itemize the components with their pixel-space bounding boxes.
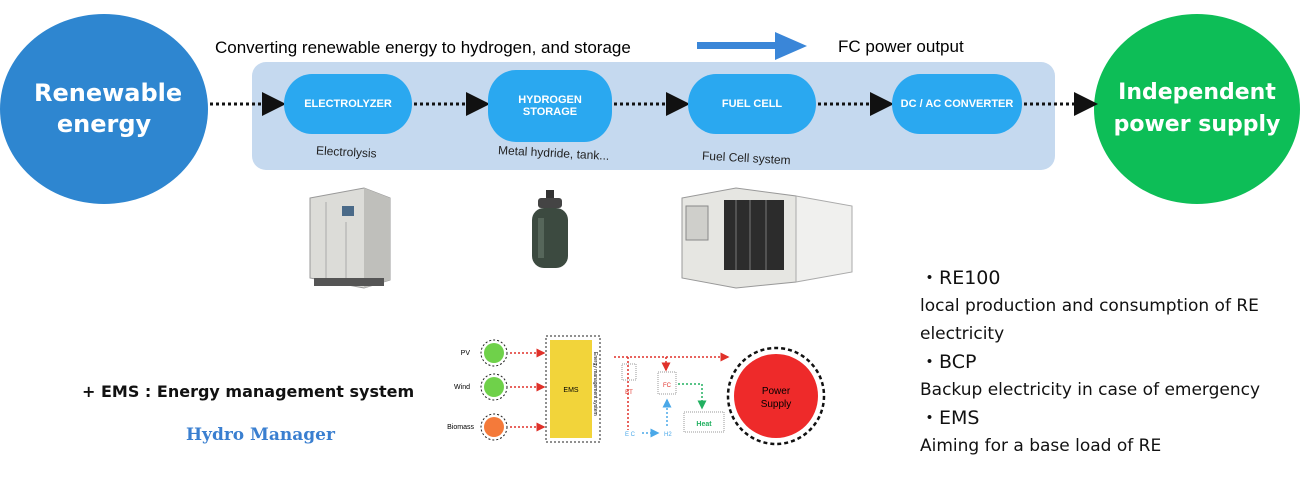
biomass-ring <box>480 413 508 441</box>
power-supply-label-1: Power <box>762 386 791 397</box>
ems-vertical-label: Energy management system <box>592 352 598 416</box>
hydro-manager-brand: Hydro Manager <box>186 425 335 445</box>
electrolyzer-node: ELECTROLYZER <box>284 74 412 134</box>
ems-diagram: PV Wind Biomass EMS Energy management sy… <box>447 335 826 446</box>
fc-label: FC <box>663 383 672 389</box>
pv-ring <box>480 339 508 367</box>
bt-label: BT <box>625 390 633 396</box>
ems-title: + EMS : Energy management system <box>82 382 415 401</box>
independent-power-label: Independent power supply <box>1113 80 1281 137</box>
hydrogen-storage-label: HYDROGEN STORAGE <box>518 94 582 118</box>
fc-output-text: FC power output <box>838 37 964 56</box>
heat-label: Heat <box>696 421 712 428</box>
biomass-circle <box>484 417 504 437</box>
wind-circle <box>484 377 504 397</box>
fuel-cell-label: FUEL CELL <box>721 98 783 110</box>
hydrogen-tank-image <box>532 190 568 268</box>
renewable-energy-label: Renewable energy <box>34 79 183 138</box>
independent-power-circle: Independent power supply <box>1094 14 1300 204</box>
heat-box <box>683 411 725 433</box>
bullet-list: ・RE100 local production and consumption … <box>920 264 1300 460</box>
ems-box-label: EMS <box>563 387 579 394</box>
wind-label: Wind <box>454 384 470 391</box>
fc-box <box>657 371 677 395</box>
bullet-bcp-head: ・BCP <box>920 351 977 373</box>
wind-ring <box>480 373 508 401</box>
power-supply-circle <box>734 354 818 438</box>
pv-circle <box>484 343 504 363</box>
renewable-energy-circle: Renewable energy <box>0 14 208 204</box>
bullet-re100-body: local production and consumption of RE e… <box>920 296 1259 344</box>
hydrogen-storage-node: HYDROGEN STORAGE <box>488 70 612 142</box>
fuel-cell-node: FUEL CELL <box>688 74 816 134</box>
bullet-re100-head: ・RE100 <box>920 267 1001 289</box>
electrolyzer-image <box>309 187 391 289</box>
converter-label: DC / AC CONVERTER <box>900 98 1014 110</box>
converter-node: DC / AC CONVERTER <box>892 74 1022 134</box>
pv-label: PV <box>461 350 471 357</box>
bt-box <box>621 363 637 381</box>
biomass-label: Biomass <box>447 424 474 431</box>
bullet-ems-head: ・EMS <box>920 407 980 429</box>
bullet-bcp-body: Backup electricity in case of emergency <box>920 380 1261 400</box>
h2-label: H2 <box>664 432 672 438</box>
power-supply-label-2: Supply <box>761 399 792 410</box>
ems-box <box>550 340 592 438</box>
converting-text: Converting renewable energy to hydrogen,… <box>215 38 631 57</box>
ec-label: E C <box>625 432 636 438</box>
bullet-ems-body: Aiming for a base load of RE <box>920 436 1162 456</box>
big-right-arrow-icon <box>697 32 807 60</box>
fuel-cell-container-image <box>681 187 853 289</box>
electrolyzer-label: ELECTROLYZER <box>304 98 392 110</box>
power-supply-ring <box>726 346 826 446</box>
flow-arrows <box>210 92 1098 116</box>
